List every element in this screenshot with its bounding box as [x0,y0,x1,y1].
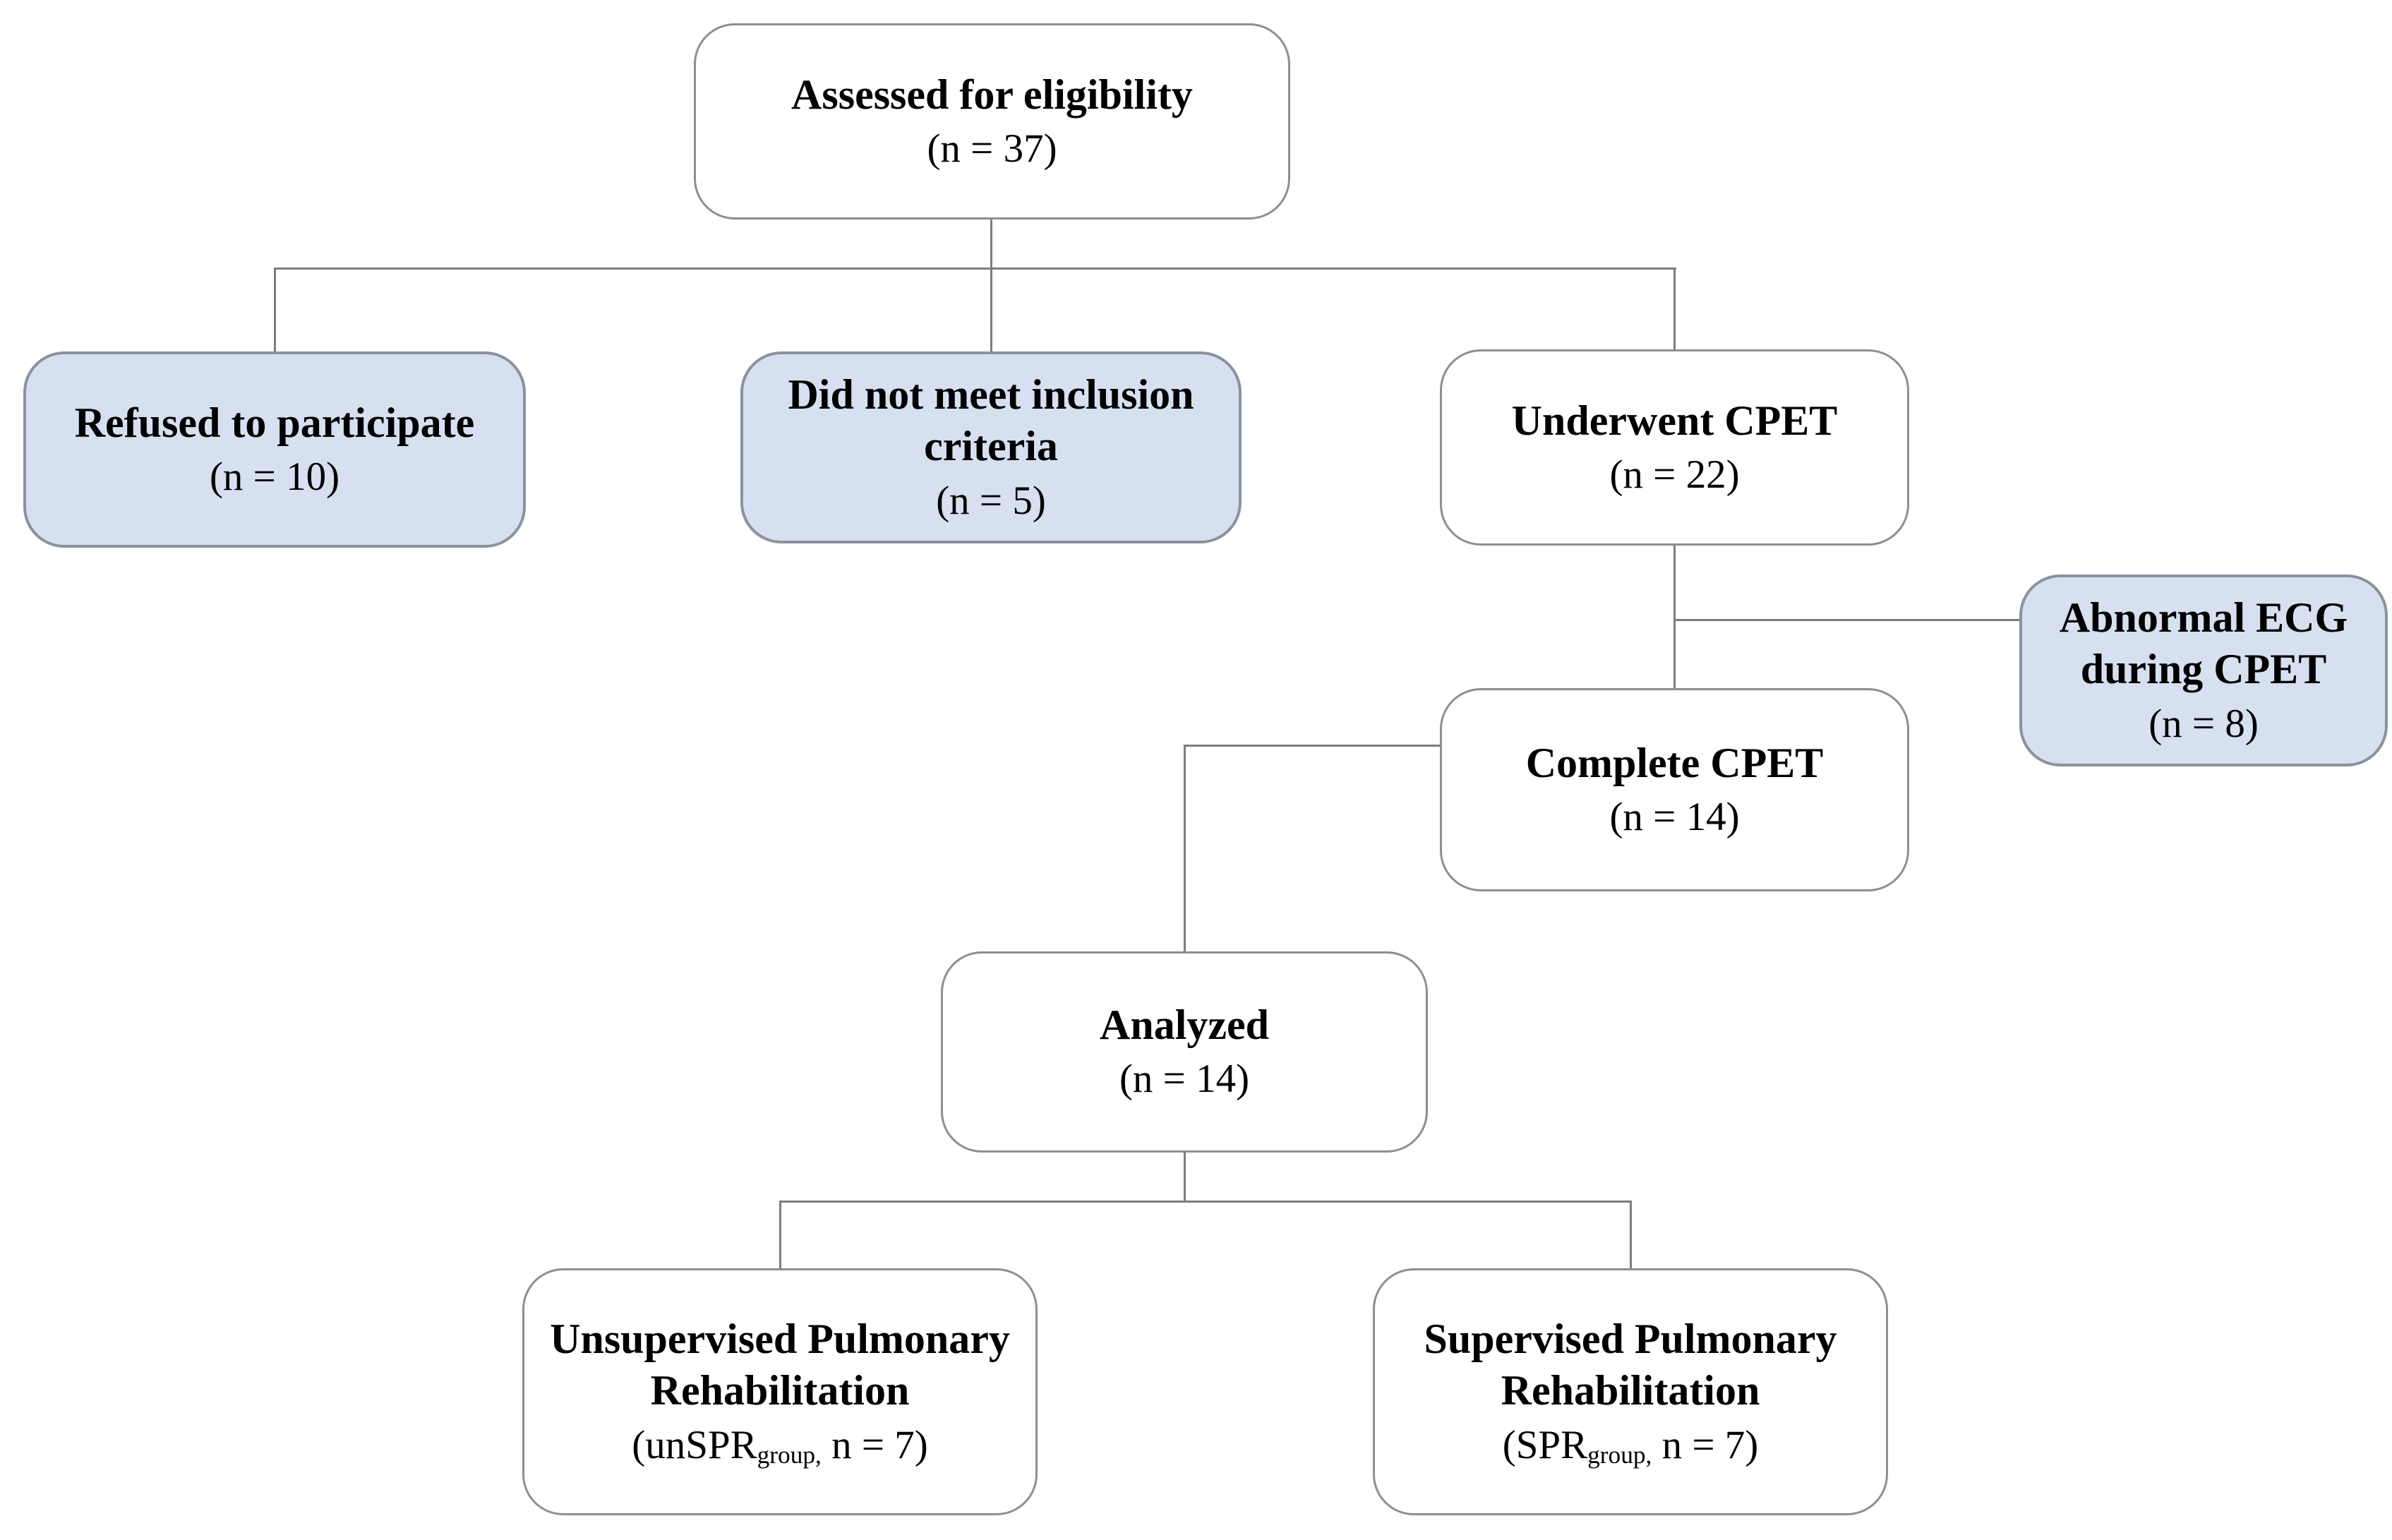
node-analyzed-title: Analyzed [1100,1001,1269,1049]
edge-assessed-to-branch [990,219,992,269]
count-suffix: n = 7) [1652,1422,1759,1467]
node-underwent: Underwent CPET (n = 22) [1440,349,1909,546]
node-assessed-title: Assessed for eligibility [791,71,1193,118]
node-supervised-title: Supervised Pulmonary Rehabilitation [1424,1316,1837,1414]
count-suffix: n = 7) [821,1422,928,1467]
edge-complete-left [1184,745,1441,747]
count-subscript: group, [1587,1441,1652,1469]
node-unsupervised-count: (unSPRgroup, n = 7) [632,1420,928,1470]
node-refused-count: (n = 10) [209,454,340,499]
count-prefix: (SPR [1502,1422,1588,1467]
node-complete: Complete CPET (n = 14) [1440,688,1909,891]
node-excluded-count: (n = 5) [936,478,1046,523]
edge-branch-top [274,267,1676,270]
edge-underwent-to-complete [1673,545,1676,689]
edge-to-abnormal [1674,619,2019,621]
edge-branch-to-refused [274,269,276,352]
node-complete-title: Complete CPET [1525,739,1824,786]
node-underwent-count: (n = 22) [1609,452,1740,497]
node-refused: Refused to participate (n = 10) [23,351,526,548]
edge-down-to-analyzed [1184,745,1186,952]
node-excluded: Did not meet inclusion criteria (n = 5) [740,351,1242,543]
edge-branch-to-underwent [1673,269,1676,350]
node-complete-count: (n = 14) [1609,794,1740,839]
edge-branch-to-supervised [1630,1201,1632,1269]
node-underwent-title: Underwent CPET [1511,397,1838,444]
edge-branch-bottom [779,1201,1632,1203]
node-abnormal-count: (n = 8) [2148,701,2259,746]
node-assessed-count: (n = 37) [927,126,1057,171]
node-assessed: Assessed for eligibility (n = 37) [694,23,1290,219]
count-prefix: (unSPR [632,1422,757,1467]
node-unsupervised: Unsupervised Pulmonary Rehabilitation (u… [522,1268,1038,1515]
node-supervised: Supervised Pulmonary Rehabilitation (SPR… [1373,1268,1888,1515]
node-abnormal: Abnormal ECG during CPET (n = 8) [2019,575,2388,766]
node-excluded-title: Did not meet inclusion criteria [788,371,1194,470]
edge-branch-to-excluded [990,269,992,352]
edge-analyzed-to-branch [1184,1152,1186,1202]
node-abnormal-title: Abnormal ECG during CPET [2059,594,2348,693]
node-analyzed-count: (n = 14) [1119,1057,1250,1102]
edge-branch-to-unsupervised [779,1201,781,1269]
node-analyzed: Analyzed (n = 14) [941,951,1428,1153]
count-subscript: group, [757,1441,822,1469]
node-refused-title: Refused to participate [74,399,475,446]
node-unsupervised-title: Unsupervised Pulmonary Rehabilitation [550,1316,1010,1414]
node-supervised-count: (SPRgroup, n = 7) [1503,1420,1759,1470]
